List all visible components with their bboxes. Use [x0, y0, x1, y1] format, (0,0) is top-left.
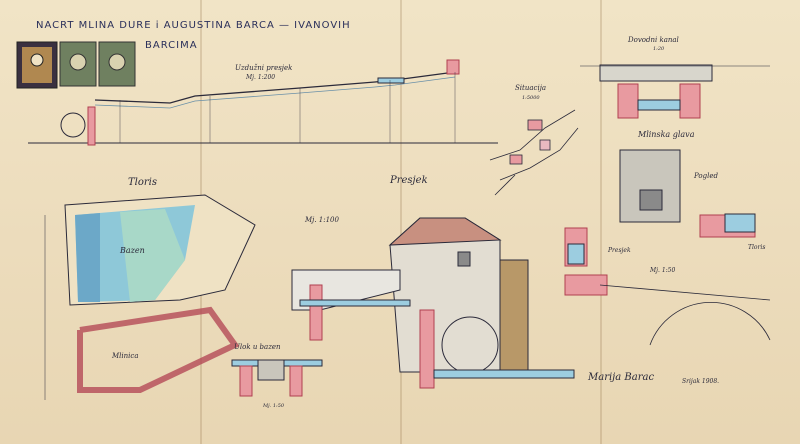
label-intake-scale: 1:20 — [653, 46, 665, 52]
outlet-detail — [231, 359, 323, 397]
mill-section — [291, 217, 575, 389]
revenue-stamps — [16, 41, 136, 89]
label-section: Presjek — [390, 175, 428, 186]
label-section-scale: Mj. 1:100 — [305, 216, 339, 224]
label-small-plan: Tloris — [748, 244, 766, 251]
label-longitudinal-scale: Mj. 1:200 — [246, 74, 276, 81]
label-small-scale: Mj. 1:50 — [650, 267, 676, 274]
signature: Marija Barac — [588, 372, 655, 383]
label-outlet-scale: Mj. 1:50 — [263, 403, 285, 409]
drawing-title-line1: NACRT MLINA DURE i AUGUSTINA BARCA — IVA… — [36, 20, 351, 31]
intake-canal-section — [580, 64, 770, 119]
label-site-scale: 1:5000 — [522, 95, 540, 101]
label-small-section: Presjek — [608, 247, 631, 254]
date: Srijak 1908. — [682, 378, 720, 385]
label-mill-head: Mlinska glava — [638, 130, 695, 139]
label-floor-plan: Tloris — [128, 177, 157, 188]
label-site: Situacija — [515, 84, 547, 92]
floor-plan — [44, 194, 256, 400]
label-intake: Dovodni kanal — [628, 36, 679, 44]
longitudinal-profile — [28, 59, 498, 146]
drawing-title-line2: BARCIMA — [145, 40, 198, 51]
label-mill: Mlinica — [112, 352, 139, 360]
label-longitudinal: Uzdužni presjek — [235, 64, 293, 72]
mill-head-detail — [619, 149, 756, 238]
fold-line — [600, 0, 602, 444]
small-section — [564, 227, 771, 346]
site-plan — [489, 109, 579, 196]
label-view: Pogled — [694, 172, 718, 180]
label-outlet: Ulok u bazen — [234, 343, 281, 351]
label-basin: Bazen — [120, 246, 145, 255]
fold-line — [400, 0, 402, 444]
